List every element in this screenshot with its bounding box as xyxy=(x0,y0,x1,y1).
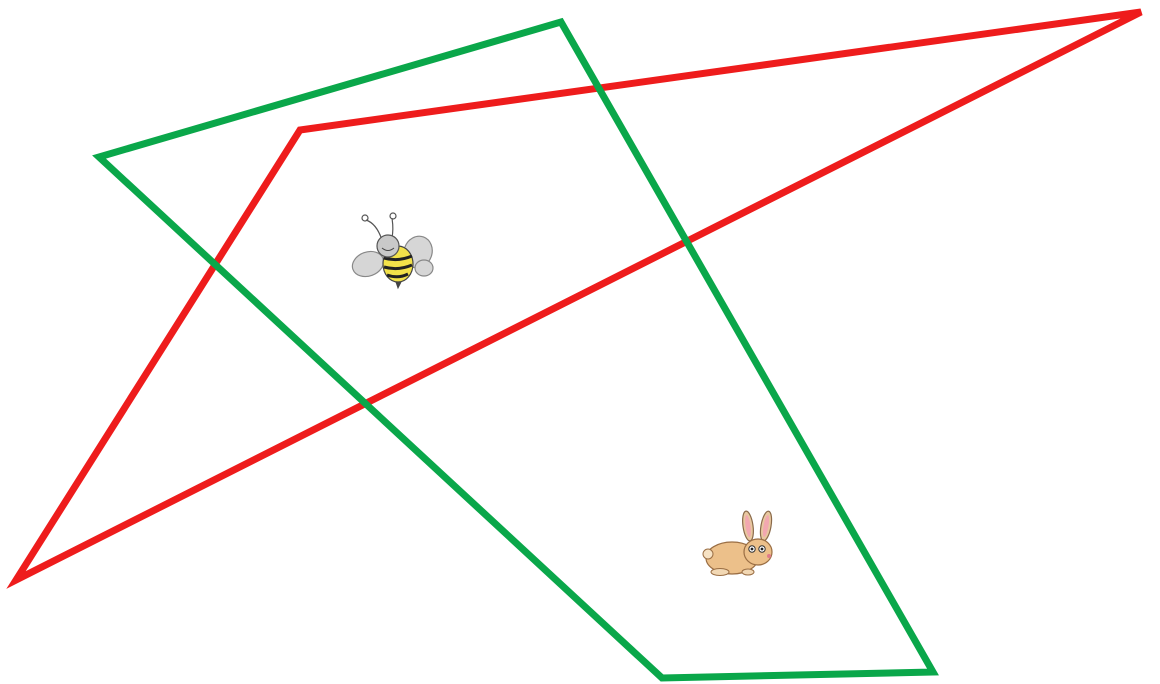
bee-stinger xyxy=(396,282,401,288)
rabbit-head xyxy=(744,539,772,565)
rabbit-foot-front xyxy=(742,569,754,575)
bee-antenna-left-tip xyxy=(362,215,368,221)
rabbit-foot-back xyxy=(711,569,729,576)
rabbit-eye-right-pupil xyxy=(761,548,764,551)
rabbit-tail xyxy=(703,549,713,559)
green-quadrilateral xyxy=(99,22,933,678)
rabbit-eye-left-pupil xyxy=(751,548,754,551)
bee-wing-right-lower xyxy=(415,260,433,276)
bee-illustration xyxy=(349,213,437,288)
bee-antenna-right xyxy=(392,218,393,238)
red-quadrilateral xyxy=(16,12,1141,580)
bee-head xyxy=(377,235,399,257)
bee-antenna-left xyxy=(366,220,382,240)
rabbit-nose xyxy=(767,554,771,558)
bee-antenna-right-tip xyxy=(390,213,396,219)
rabbit-illustration xyxy=(703,510,774,575)
